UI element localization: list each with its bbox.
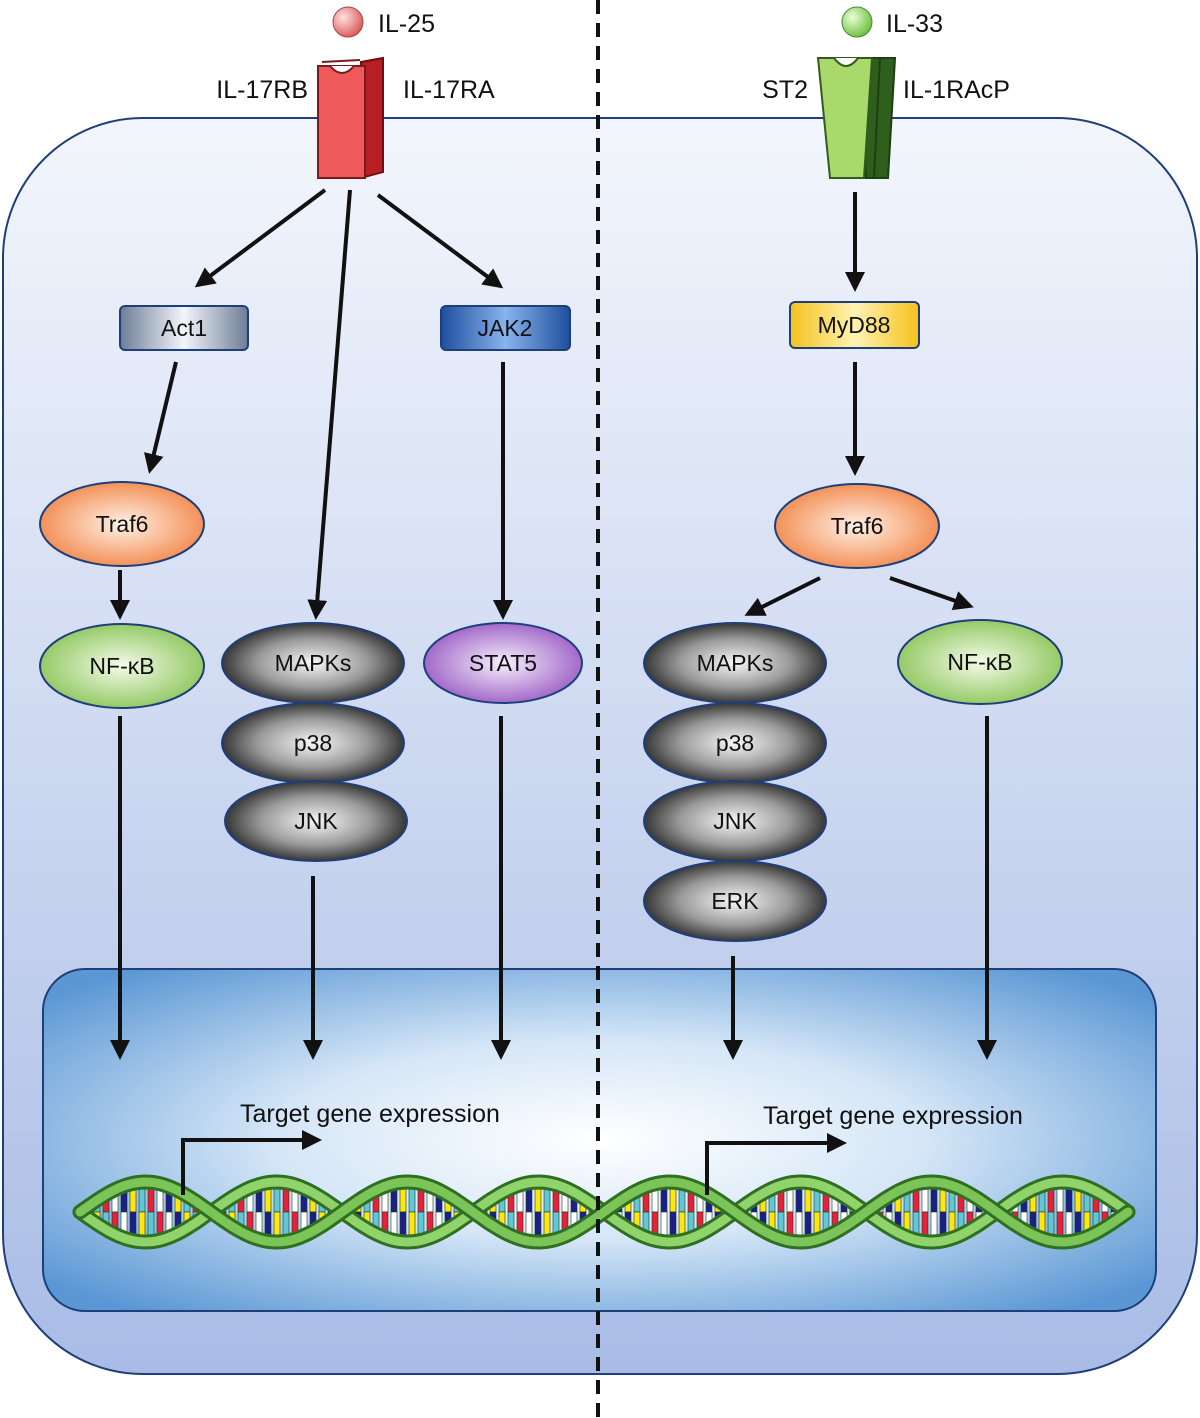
nfkb-node-right [897,619,1063,705]
erk-label: ERK [711,888,759,914]
mapks-label-right: MAPKs [697,650,774,676]
nfkb-node [39,623,205,709]
arrow-traf6-to-mapks [744,576,821,616]
il25-label: IL-25 [378,10,435,38]
p38-label-right: p38 [716,730,754,756]
stat5-label: STAT5 [469,650,537,676]
dna-backbone-highlight [75,1177,1133,1247]
st2-receptor [816,57,897,179]
il33-ligand [841,6,873,38]
traf6-label-right: Traf6 [831,513,884,539]
stat5-node [423,622,583,704]
target-gene-expression-left: Target gene expression [240,1100,500,1128]
transcription-arrow-left [181,1130,322,1195]
jak2-node [440,305,571,351]
transcription-arrow-right [705,1133,847,1195]
jak2-label: JAK2 [478,315,533,341]
arrow-receptor-to-jak2 [376,193,504,289]
traf6-node [39,481,205,567]
myd88-node [789,301,920,349]
traf6-label: Traf6 [96,511,149,537]
arrow-receptor-to-mapks [307,189,352,620]
il17ra-label: IL-17RA [403,76,495,104]
jnk-node [224,780,408,862]
erk-node [643,860,827,942]
p38-label: p38 [294,730,332,756]
act1-node [119,305,249,351]
il25-ligand [332,6,364,38]
myd88-label: MyD88 [818,312,891,338]
jnk-label-right: JNK [713,808,757,834]
il17rb-label: IL-17RB [216,76,308,104]
arrow-act1-to-traf6 [144,361,178,474]
arrow-receptor-to-act1 [194,188,327,288]
jnk-label: JNK [294,808,338,834]
nfkb-label-right: NF-κB [947,649,1012,675]
arrow-traf6-to-nfkb [889,576,974,611]
il17-receptor [317,56,384,180]
act1-label: Act1 [161,315,207,341]
dna-helix [72,1174,1136,1250]
target-gene-expression-right: Target gene expression [763,1102,1023,1130]
il33-label: IL-33 [886,10,943,38]
traf6-node-right [774,483,940,569]
st2-label: ST2 [762,76,808,104]
nfkb-label: NF-κB [89,653,154,679]
il1racp-label: IL-1RAcP [903,76,1010,104]
mapks-label: MAPKs [275,650,352,676]
